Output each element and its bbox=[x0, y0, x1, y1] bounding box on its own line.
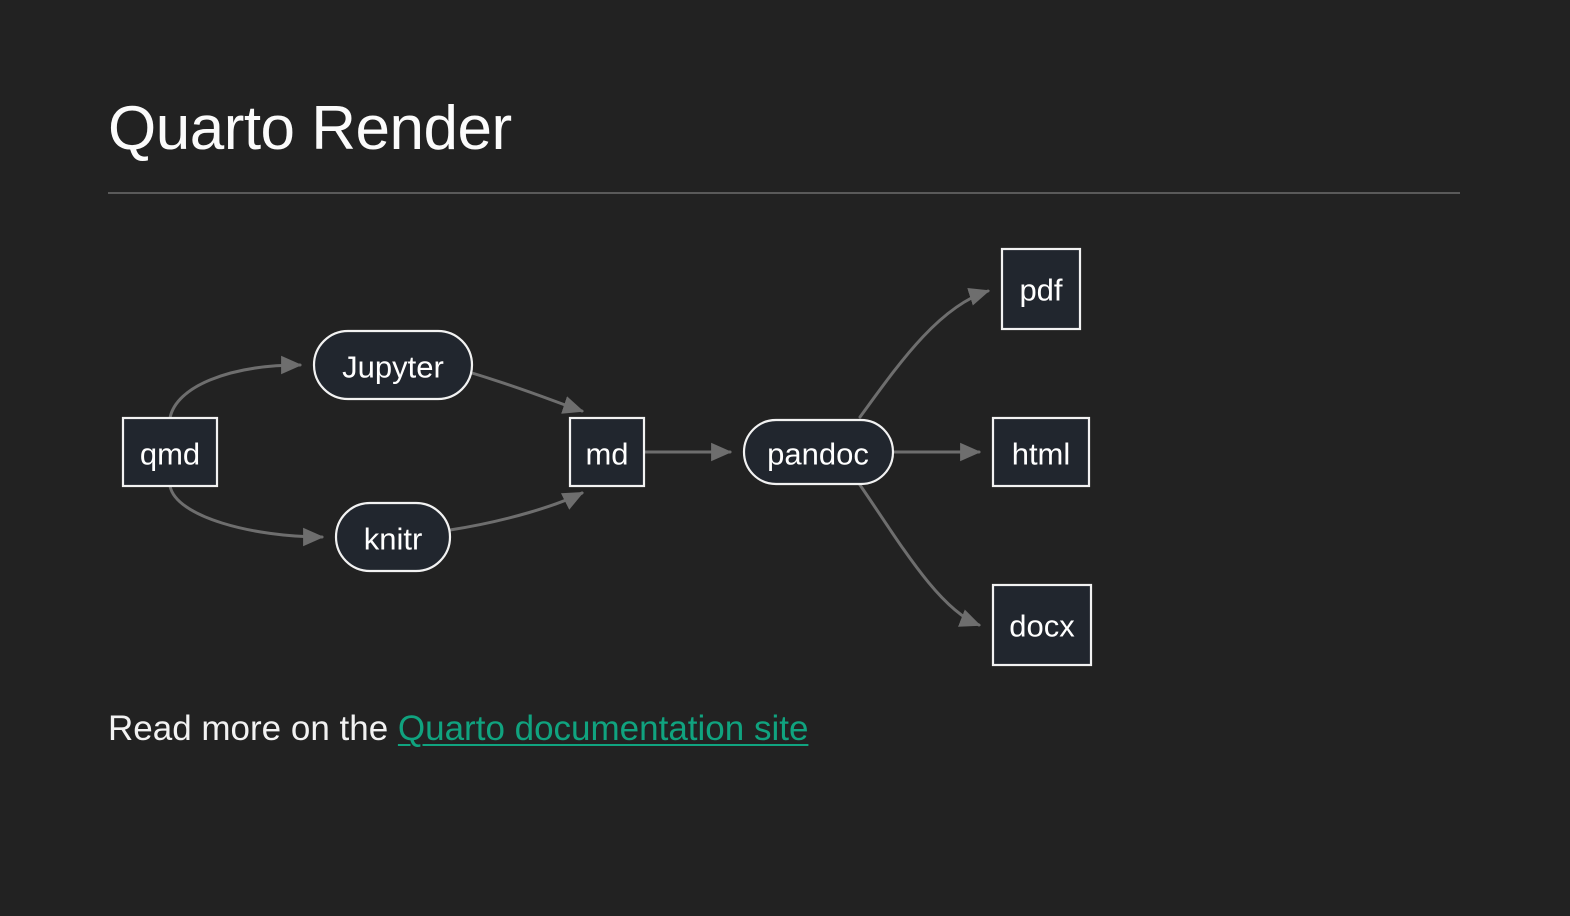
node-label-docx: docx bbox=[1009, 609, 1075, 644]
node-label-pdf: pdf bbox=[1019, 273, 1062, 308]
edge-pandoc-to-docx bbox=[858, 483, 981, 627]
node-pandoc[interactable]: pandoc bbox=[742, 418, 895, 486]
edge-jupyter-to-md bbox=[470, 371, 584, 414]
edge-qmd-to-knitr bbox=[168, 484, 325, 547]
edge-pandoc-to-pdf bbox=[858, 287, 990, 419]
page-title: Quarto Render bbox=[108, 94, 512, 163]
node-html[interactable]: html bbox=[991, 416, 1091, 488]
edge-group bbox=[168, 287, 990, 627]
node-label-jupyter: Jupyter bbox=[342, 350, 444, 385]
read-more-text: Read more on the Quarto documentation si… bbox=[108, 707, 808, 751]
edge-knitr-to-md bbox=[448, 491, 584, 532]
edge-qmd-to-jupyter bbox=[168, 355, 303, 420]
node-label-qmd: qmd bbox=[140, 437, 200, 472]
title-block: Quarto Render bbox=[108, 98, 1460, 194]
node-jupyter[interactable]: Jupyter bbox=[312, 329, 474, 401]
node-docx[interactable]: docx bbox=[991, 583, 1093, 667]
flowchart-svg: qmd Jupyter knitr md pandoc bbox=[121, 247, 1093, 667]
node-label-knitr: knitr bbox=[364, 522, 423, 557]
node-group: qmd Jupyter knitr md pandoc bbox=[121, 247, 1093, 667]
node-label-pandoc: pandoc bbox=[767, 437, 869, 472]
quarto-docs-link[interactable]: Quarto documentation site bbox=[397, 709, 809, 748]
node-label-html: html bbox=[1012, 437, 1071, 472]
title-divider bbox=[108, 192, 1460, 194]
node-md[interactable]: md bbox=[568, 416, 646, 488]
read-more-prefix: Read more on the bbox=[108, 709, 398, 748]
render-flow-diagram: qmd Jupyter knitr md pandoc bbox=[108, 225, 1460, 667]
node-pdf[interactable]: pdf bbox=[1000, 247, 1082, 331]
node-knitr[interactable]: knitr bbox=[334, 501, 452, 573]
node-qmd[interactable]: qmd bbox=[121, 416, 219, 488]
node-label-md: md bbox=[585, 437, 628, 472]
